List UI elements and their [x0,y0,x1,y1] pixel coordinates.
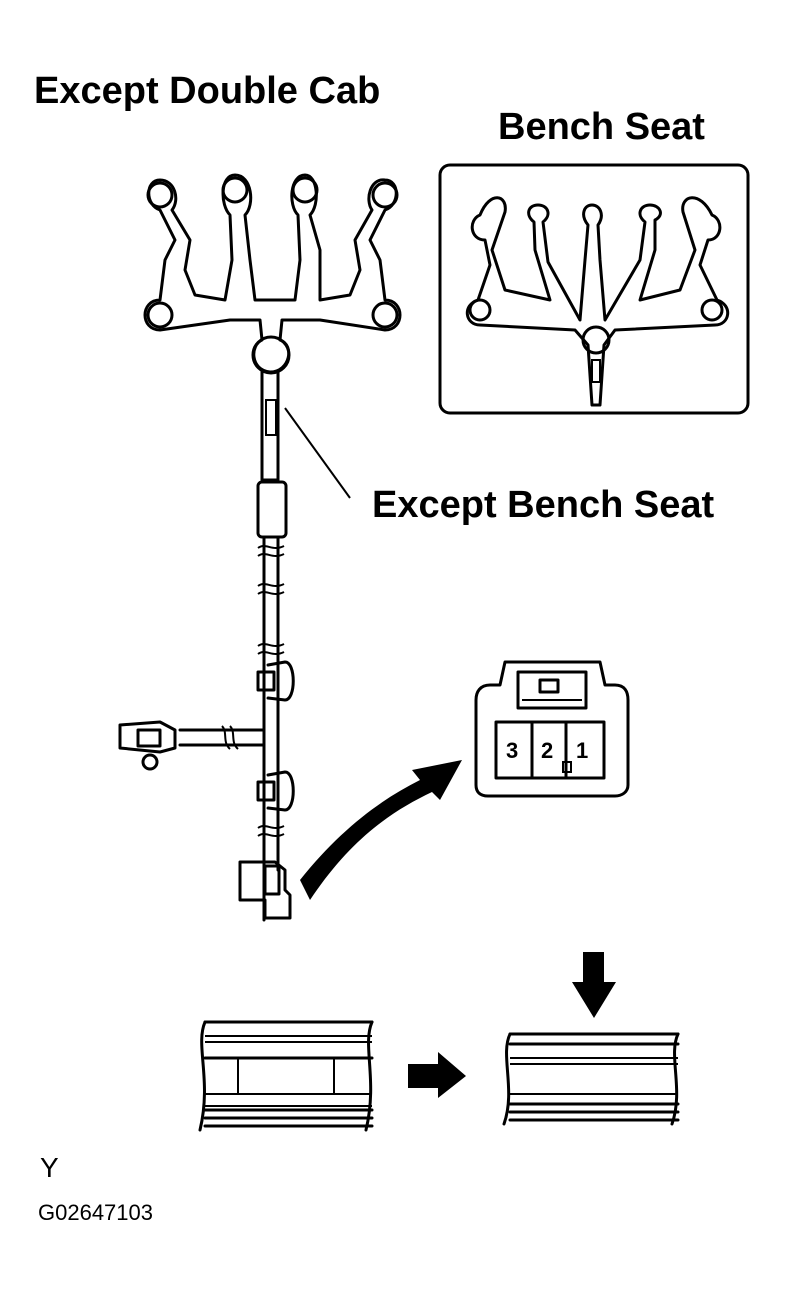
right-arrow-icon [408,1052,466,1098]
pointer-arrow [300,760,462,900]
pin-label-2: 2 [541,738,554,763]
pin-label-3: 3 [506,738,519,763]
harness-before-taping [198,1020,374,1132]
down-arrow-icon [572,952,616,1018]
connector-face [474,660,630,798]
title-except-double-cab: Except Double Cab [34,70,381,112]
letter-label: Y [40,1152,59,1183]
pin-label-1: 1 [576,738,589,763]
figure-code: G02647103 [38,1200,153,1225]
sensor-mat-main [118,173,402,922]
leader-line [284,407,351,499]
harness-after-taping [502,1032,680,1126]
title-bench-seat: Bench Seat [498,106,705,148]
bench-seat-inset [438,163,750,415]
label-except-bench-seat: Except Bench Seat [372,484,715,526]
